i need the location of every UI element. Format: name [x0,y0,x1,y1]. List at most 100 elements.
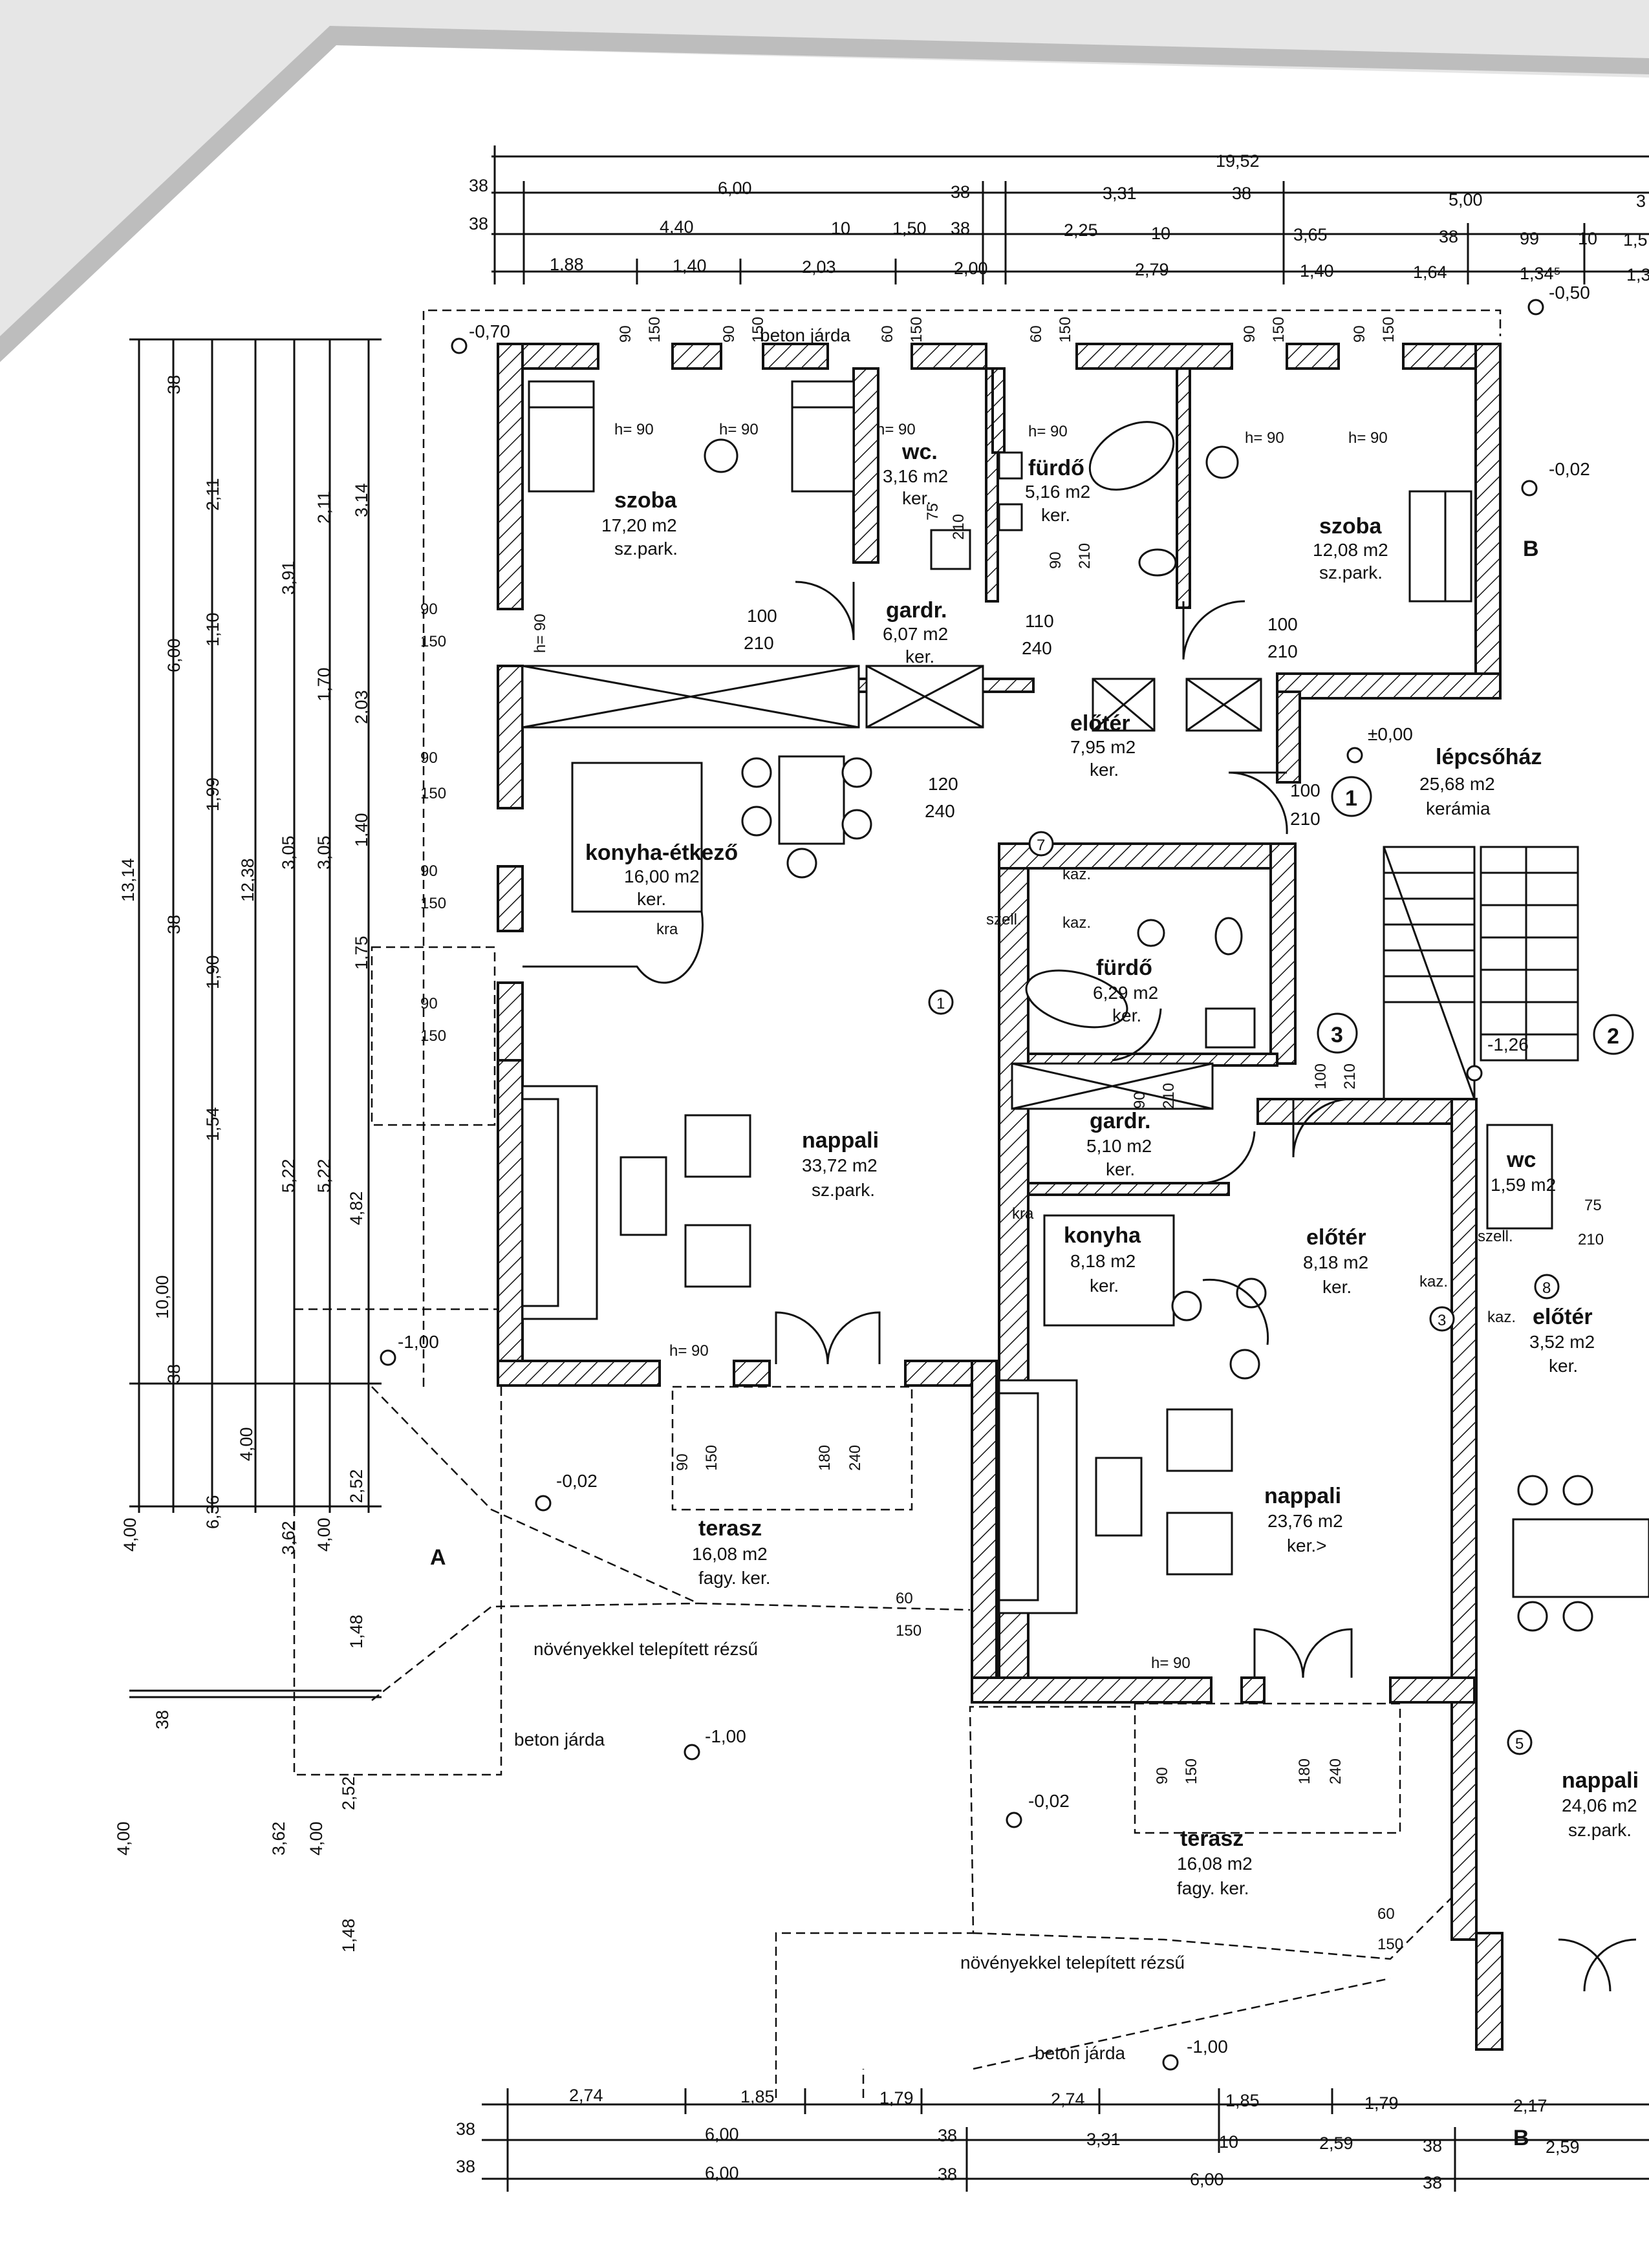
svg-text:h= 90: h= 90 [1348,429,1388,447]
door-annotations: 100 210 110 240 100 210 120 240 100 210 … [744,503,1604,1248]
svg-text:38: 38 [1423,2136,1442,2156]
armchair-icon [684,1224,751,1288]
staircase [1383,846,1579,1100]
svg-text:-0,02: -0,02 [1028,1791,1070,1811]
svg-text:-0,02: -0,02 [556,1471,598,1491]
svg-text:38: 38 [1232,184,1251,203]
svg-text:38: 38 [456,2119,475,2139]
dining-table-icon [778,755,845,845]
coffee-table-icon [1095,1457,1143,1537]
svg-text:terasz: terasz [698,1516,762,1541]
svg-text:90: 90 [674,1453,691,1471]
svg-text:38: 38 [164,1364,184,1384]
svg-text:240: 240 [846,1445,864,1471]
svg-text:szell.: szell. [986,911,1022,928]
svg-text:1,79: 1,79 [1364,2093,1399,2113]
svg-text:90: 90 [1047,551,1064,569]
svg-text:99: 99 [1520,229,1539,248]
svg-text:h= 90: h= 90 [669,1342,709,1360]
svg-text:kra: kra [656,921,678,938]
svg-text:1,5: 1,5 [1623,230,1648,250]
shower-icon [1205,445,1239,479]
svg-text:konyha: konyha [1064,1223,1141,1248]
svg-text:5,10 m2: 5,10 m2 [1086,1136,1152,1156]
svg-text:5: 5 [1515,1735,1524,1753]
svg-text:-1,00: -1,00 [705,1726,746,1746]
svg-text:90: 90 [1241,325,1258,343]
svg-text:38: 38 [164,375,184,394]
svg-text:3,05: 3,05 [279,835,298,870]
svg-text:h= 90: h= 90 [532,614,549,653]
svg-text:konyha-étkező: konyha-étkező [585,840,738,865]
svg-text:2,00: 2,00 [954,259,988,278]
svg-text:10: 10 [1578,229,1597,248]
svg-text:10: 10 [1151,224,1170,243]
svg-text:nappali: nappali [802,1128,879,1153]
furniture [521,380,1649,1632]
svg-text:sz.park.: sz.park. [1319,562,1383,583]
svg-text:4,82: 4,82 [347,1191,366,1225]
svg-text:16,08 m2: 16,08 m2 [1177,1854,1253,1874]
svg-text:150: 150 [1377,1936,1403,1953]
svg-text:8,18 m2: 8,18 m2 [1303,1252,1368,1272]
svg-text:kaz.: kaz. [1062,866,1091,883]
slope-label: növényekkel telepített rézsű [534,1639,758,1659]
svg-text:ker.: ker. [1090,760,1119,780]
svg-text:33,72 m2: 33,72 m2 [802,1155,878,1175]
svg-text:1,40: 1,40 [673,256,707,275]
svg-text:75: 75 [1584,1197,1602,1214]
bottom-dimension-lines [482,2088,1649,2192]
coffee-table-icon [620,1156,667,1236]
side-window-annotations: 90 150 90 150 90 150 90 150 [420,601,446,1045]
svg-text:180: 180 [816,1445,834,1471]
svg-text:6,29 m2: 6,29 m2 [1093,983,1158,1003]
svg-text:12,38: 12,38 [238,858,257,902]
armchair-icon [1166,1512,1233,1576]
toilet-icon [1138,548,1177,577]
svg-text:3,31: 3,31 [1103,184,1137,203]
svg-text:1,79: 1,79 [879,2088,914,2108]
svg-text:-0,50: -0,50 [1549,283,1590,303]
svg-text:kra: kra [1012,1205,1034,1223]
svg-text:lépcsőház: lépcsőház [1436,745,1542,769]
svg-text:210: 210 [1160,1083,1178,1109]
svg-text:h= 90: h= 90 [719,421,759,438]
top-dimension-texts: 19,52 38 6,00 38 3,31 38 5,00 3 38 4,40 … [469,151,1649,284]
svg-text:3: 3 [1636,191,1646,211]
svg-text:60: 60 [896,1590,913,1607]
svg-text:h= 90: h= 90 [614,421,654,438]
svg-text:16,00 m2: 16,00 m2 [624,866,700,886]
slope-label: növényekkel telepített rézsű [960,1952,1185,1973]
svg-text:210: 210 [744,633,774,653]
svg-text:1,99: 1,99 [203,777,222,811]
bathtub-icon [1025,969,1128,1029]
svg-text:ker.: ker. [1322,1277,1352,1297]
svg-text:ker.: ker. [902,488,931,508]
svg-text:38: 38 [951,219,970,238]
svg-text:h= 90: h= 90 [1151,1654,1191,1672]
svg-text:6,00: 6,00 [164,638,184,672]
svg-text:2: 2 [1607,1024,1619,1049]
svg-text:38: 38 [1423,2173,1442,2192]
svg-text:24,06 m2: 24,06 m2 [1562,1795,1637,1815]
svg-text:12,08 m2: 12,08 m2 [1313,540,1388,560]
svg-text:előtér: előtér [1306,1225,1366,1250]
svg-text:150: 150 [1057,317,1074,343]
room-name: szoba [614,488,677,513]
svg-text:25,68 m2: 25,68 m2 [1419,774,1495,794]
svg-text:gardr.: gardr. [886,598,947,623]
svg-text:210: 210 [1578,1231,1604,1248]
svg-text:240: 240 [925,801,955,821]
sidewalk-label: beton járda [514,1729,605,1749]
svg-text:3,62: 3,62 [279,1521,298,1555]
svg-text:38: 38 [164,915,184,934]
section-mark-b: B [1513,2126,1529,2150]
svg-text:szell.: szell. [1478,1228,1513,1245]
top-dim-total: 19,52 [1216,151,1260,171]
svg-text:150: 150 [646,317,663,343]
svg-text:2,11: 2,11 [314,491,334,524]
svg-text:nappali: nappali [1562,1768,1639,1793]
level-markers [380,299,1544,2071]
svg-text:ker.: ker. [1112,1005,1141,1025]
svg-text:4,00: 4,00 [307,1821,326,1856]
